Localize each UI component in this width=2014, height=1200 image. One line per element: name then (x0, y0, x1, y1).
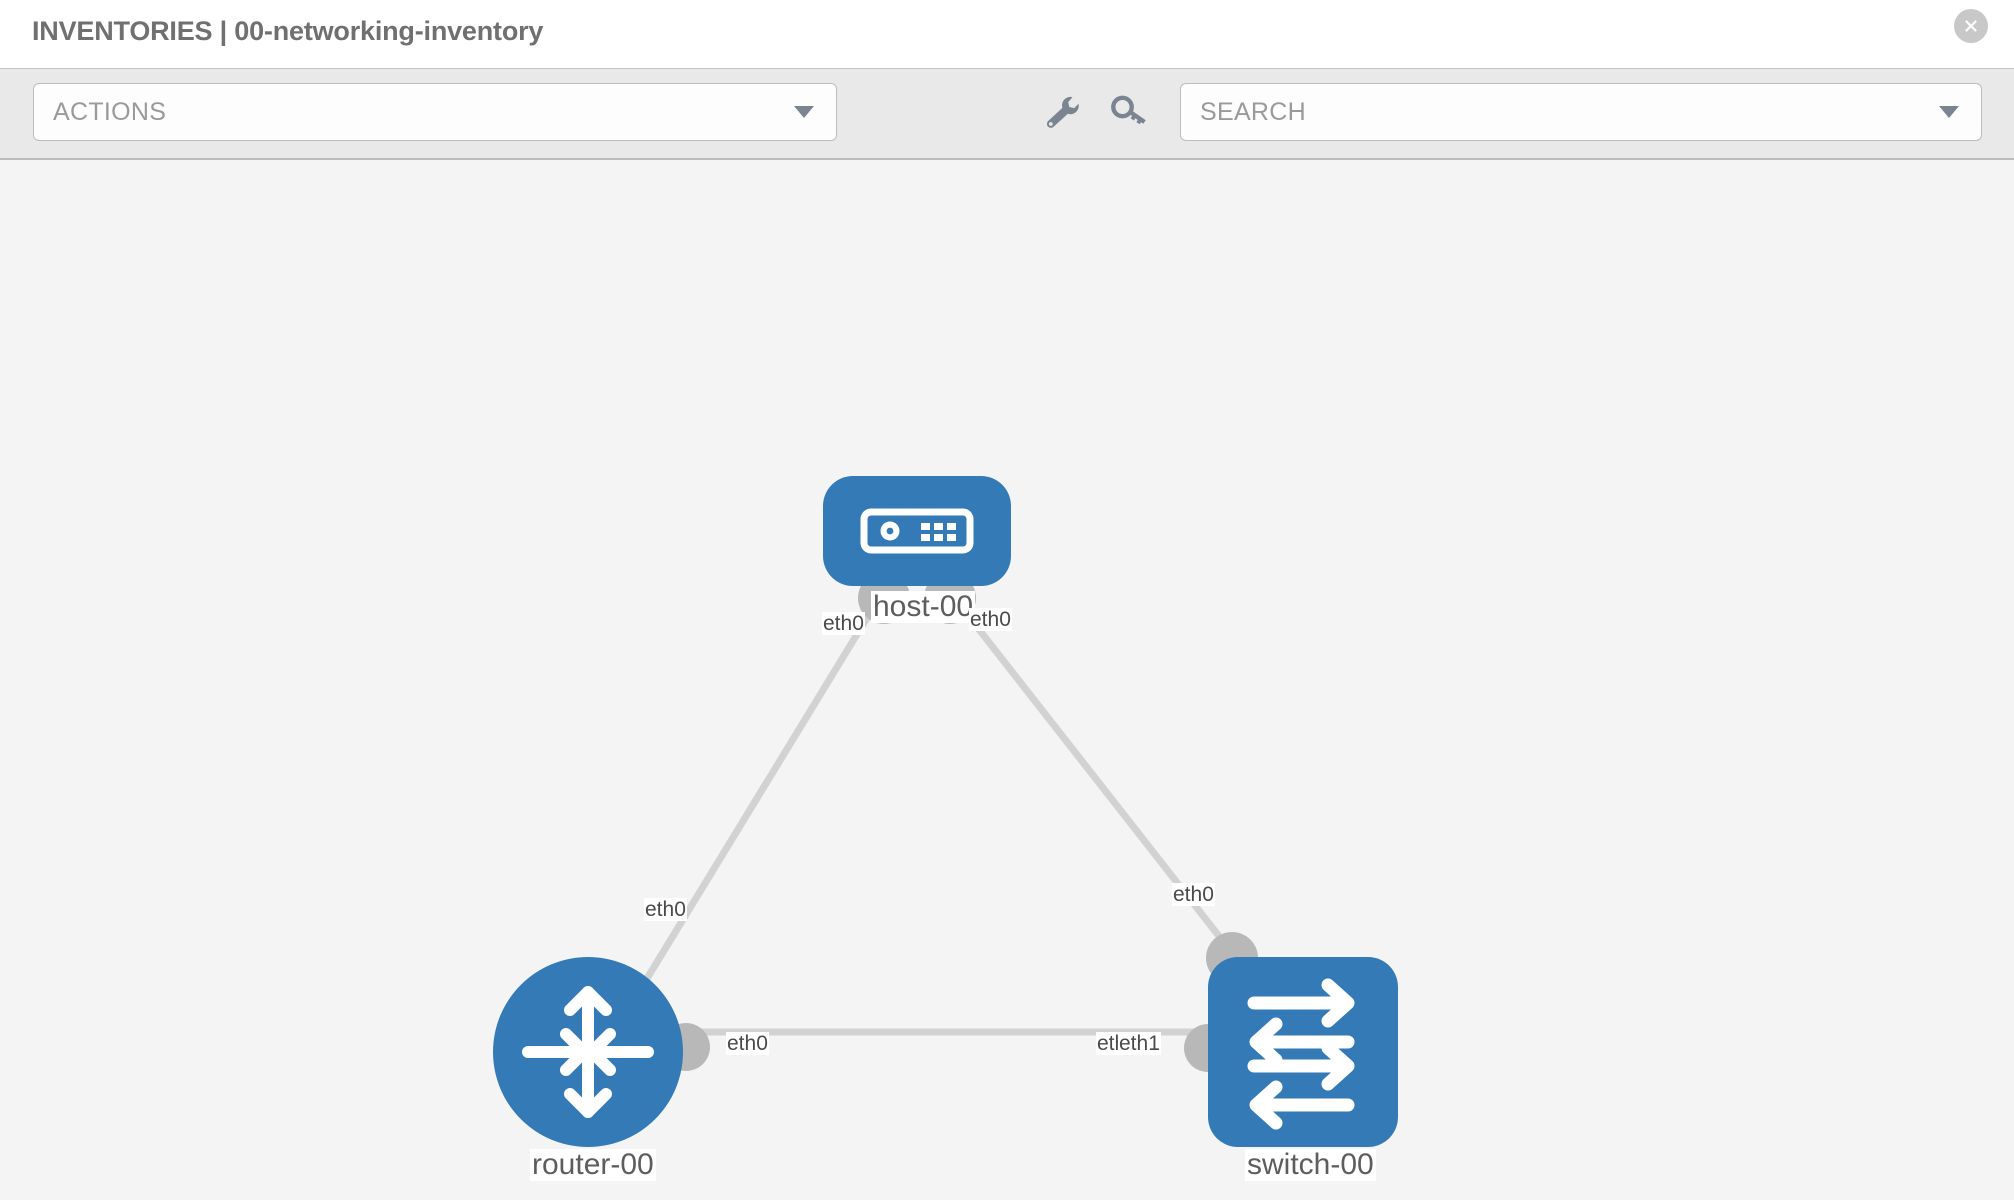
search-input[interactable]: SEARCH (1180, 83, 1982, 141)
page-header: INVENTORIES | 00-networking-inventory (0, 0, 2014, 68)
link-host-switch (949, 592, 1243, 966)
node-label-host-00: host-00 (871, 590, 976, 624)
iface-label-switch-eth0-uplink: eth0 (1172, 883, 1215, 907)
toolbar: ACTIONS SEARCH (0, 68, 2014, 160)
node-label-switch-00: switch-00 (1245, 1148, 1376, 1182)
iface-label-router-eth0: eth0 (726, 1032, 769, 1056)
iface-label-router-eth0-uplink: eth0 (644, 898, 687, 922)
wrench-icon[interactable] (1040, 93, 1084, 133)
chevron-down-icon (1939, 106, 1959, 118)
actions-dropdown-label: ACTIONS (53, 97, 167, 126)
chevron-down-icon (794, 106, 814, 118)
iface-label-host-eth0-left: eth0 (822, 612, 865, 636)
topology-graph (493, 476, 1398, 1147)
node-host-00[interactable] (823, 476, 1011, 586)
node-switch-00[interactable] (1208, 957, 1398, 1147)
node-router-00[interactable] (493, 957, 683, 1147)
iface-label-host-eth0-right: eth0 (969, 608, 1012, 632)
page-title: INVENTORIES | 00-networking-inventory (32, 16, 544, 46)
actions-dropdown[interactable]: ACTIONS (33, 83, 837, 141)
link-host-router (637, 593, 884, 992)
close-icon[interactable] (1954, 9, 1988, 43)
iface-label-switch-eth1: eth1 (1118, 1032, 1161, 1056)
topology-canvas[interactable]: host-00 router-00 switch-00 eth0 eth0 et… (0, 160, 2014, 1200)
search-placeholder: SEARCH (1200, 97, 1306, 126)
key-icon[interactable] (1108, 93, 1152, 133)
interface-connectors (662, 572, 1258, 1072)
node-label-router-00: router-00 (530, 1148, 656, 1182)
